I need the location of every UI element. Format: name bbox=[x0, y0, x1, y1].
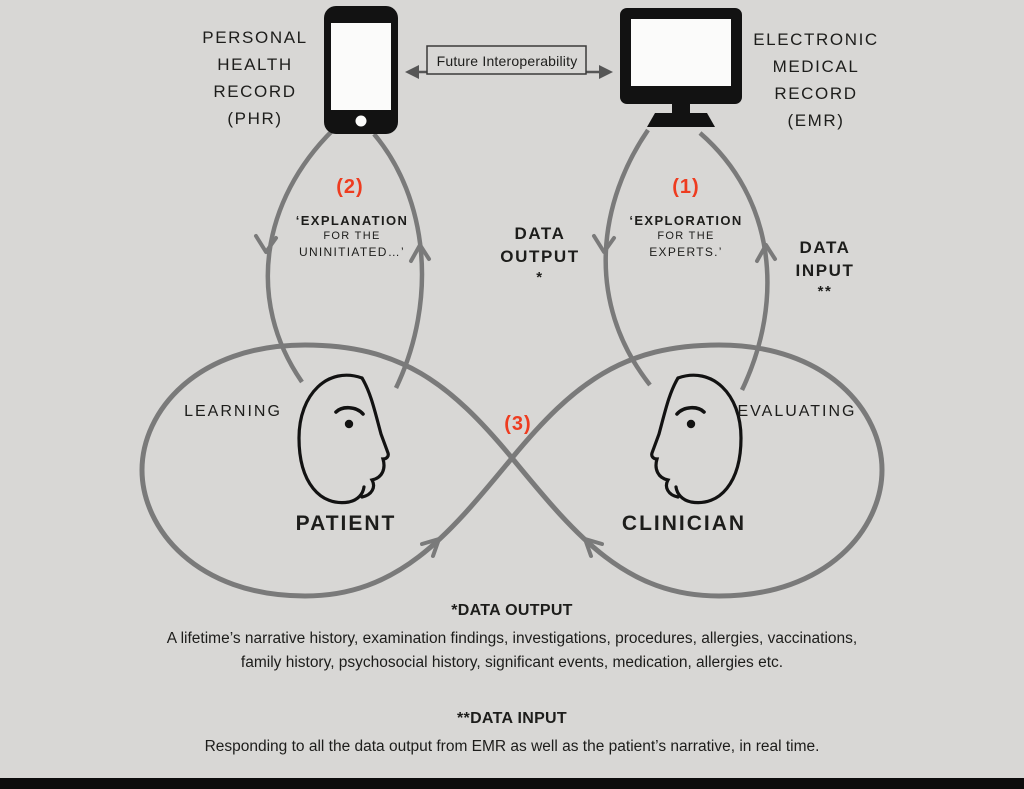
desktop-monitor-icon bbox=[620, 8, 742, 127]
phr-label-line: (PHR) bbox=[227, 109, 283, 128]
phr-label-line: RECORD bbox=[213, 82, 297, 101]
arrow-up-icon bbox=[755, 243, 777, 263]
monitor-neck bbox=[672, 104, 690, 113]
step-2-quote-line: ‘EXPLANATION bbox=[295, 213, 409, 228]
arrow-up-left-icon bbox=[583, 537, 604, 558]
step-3-number: (3) bbox=[504, 413, 532, 435]
emr-label: ELECTRONIC MEDICAL RECORD (EMR) bbox=[753, 26, 879, 134]
data-output-label: DATA OUTPUT * bbox=[500, 222, 579, 287]
step-2-quote-line: FOR THE bbox=[323, 230, 381, 242]
arrow-up-right-icon bbox=[420, 537, 441, 558]
clinician-to-monitor-curve bbox=[698, 131, 770, 391]
step-1-quote: ‘EXPLORATION FOR THE EXPERTS.’ bbox=[629, 212, 742, 260]
data-input-line: DATA bbox=[799, 238, 851, 257]
data-input-footnote-body: Responding to all the data output from E… bbox=[205, 735, 820, 759]
data-input-footnote-mark: ** bbox=[817, 283, 833, 300]
data-output-line: OUTPUT bbox=[500, 247, 580, 266]
phone-home-button bbox=[355, 115, 367, 127]
arrow-right-head-icon bbox=[599, 65, 613, 79]
data-output-footnote-title: *DATA OUTPUT bbox=[451, 602, 573, 619]
data-output-footnote-body-line: A lifetime’s narrative history, examinat… bbox=[166, 630, 858, 647]
data-input-label: DATA INPUT ** bbox=[796, 236, 855, 301]
patient-face-icon bbox=[297, 373, 390, 505]
phone-to-patient-curve bbox=[265, 128, 335, 384]
clinician-eye bbox=[686, 419, 696, 429]
monitor-base bbox=[647, 113, 715, 127]
phr-label: PERSONAL HEALTH RECORD (PHR) bbox=[202, 24, 307, 132]
step-1-quote-line: EXPERTS.’ bbox=[649, 245, 723, 259]
patient-head-outline bbox=[297, 373, 366, 505]
monitor-screen bbox=[631, 19, 731, 86]
patient-eye bbox=[344, 419, 354, 429]
clinician-label: CLINICIAN bbox=[621, 512, 747, 535]
data-input-footnote-title: **DATA INPUT bbox=[457, 710, 567, 727]
arrow-up-icon bbox=[409, 243, 431, 263]
emr-label-line: (EMR) bbox=[787, 111, 845, 130]
patient-profile-line bbox=[360, 376, 390, 499]
smartphone-icon bbox=[324, 6, 398, 134]
phr-label-line: HEALTH bbox=[217, 55, 293, 74]
data-input-footnote-body-line: Responding to all the data output from E… bbox=[204, 738, 820, 755]
arrow-down-icon bbox=[592, 234, 616, 254]
infinity-loop bbox=[139, 342, 885, 599]
phone-screen bbox=[331, 23, 391, 110]
clinician-face-icon bbox=[650, 373, 743, 505]
patient-label: PATIENT bbox=[295, 512, 397, 535]
patient-eyebrow bbox=[334, 405, 365, 416]
emr-label-line: MEDICAL bbox=[772, 57, 860, 76]
clinician-profile-line bbox=[650, 376, 680, 499]
evaluating-label: EVALUATING bbox=[737, 403, 857, 420]
data-input-line: INPUT bbox=[795, 261, 855, 280]
interoperability-label: Future Interoperability bbox=[436, 53, 578, 69]
arrow-left-head-icon bbox=[405, 65, 419, 79]
data-output-footnote-mark: * bbox=[536, 269, 544, 286]
data-output-footnote-body-line: family history, psychosocial history, si… bbox=[240, 654, 784, 671]
step-1-quote-line: FOR THE bbox=[657, 230, 715, 242]
clinician-eyebrow bbox=[675, 405, 706, 416]
step-2-quote: ‘EXPLANATION FOR THE UNINITIATED…’ bbox=[296, 212, 409, 260]
patient-to-phone-curve bbox=[372, 132, 425, 389]
step-2-number: (2) bbox=[336, 176, 364, 198]
learning-label: LEARNING bbox=[184, 403, 282, 420]
interoperability-box bbox=[426, 45, 587, 75]
phr-label-line: PERSONAL bbox=[202, 28, 308, 47]
emr-label-line: ELECTRONIC bbox=[753, 30, 879, 49]
bottom-edge-bar bbox=[0, 778, 1024, 789]
clinician-head-outline bbox=[674, 373, 743, 505]
step-1-quote-line: ‘EXPLORATION bbox=[629, 213, 743, 228]
step-2-quote-line: UNINITIATED…’ bbox=[298, 245, 405, 259]
arrow-down-icon bbox=[254, 234, 278, 254]
data-output-line: DATA bbox=[514, 224, 566, 243]
emr-label-line: RECORD bbox=[774, 84, 858, 103]
data-output-footnote-body: A lifetime’s narrative history, examinat… bbox=[167, 627, 857, 675]
step-1-number: (1) bbox=[672, 176, 700, 198]
